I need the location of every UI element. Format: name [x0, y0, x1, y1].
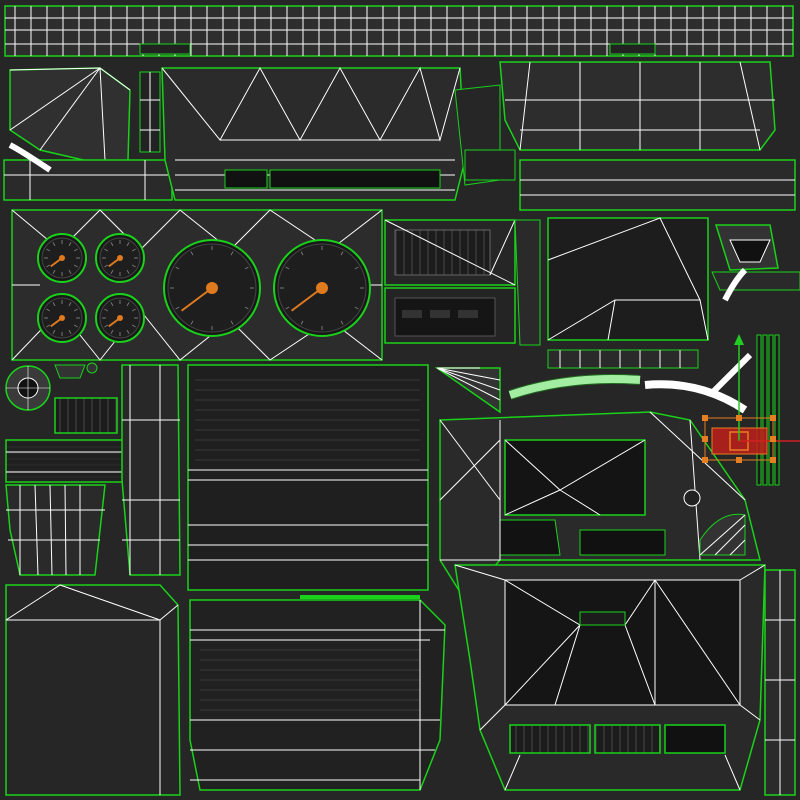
- island-seat-cushion[interactable]: [189, 595, 446, 791]
- island-arc-strips[interactable]: [508, 374, 748, 414]
- island-right-strip[interactable]: [756, 334, 796, 796]
- island-switch-row[interactable]: [54, 362, 98, 379]
- island-console-side[interactable]: [5, 484, 106, 576]
- island-grille[interactable]: [5, 397, 125, 483]
- island-mirror-mount[interactable]: [711, 224, 800, 291]
- island-knob[interactable]: [5, 365, 51, 411]
- speedometer: [273, 239, 371, 337]
- island-seat-back[interactable]: [187, 364, 429, 591]
- island-door-panel[interactable]: [439, 411, 761, 602]
- island-lower-left-block[interactable]: [5, 584, 181, 796]
- island-upper-center-panel[interactable]: [161, 66, 466, 201]
- temp-gauge: [95, 233, 145, 283]
- tachometer: [163, 239, 261, 337]
- fuel-gauge: [37, 233, 87, 283]
- island-pillar[interactable]: [121, 364, 181, 576]
- island-radio-panel[interactable]: [384, 219, 541, 346]
- island-upper-right-panel[interactable]: [454, 61, 796, 211]
- island-console-lower[interactable]: [454, 564, 766, 791]
- island-dashboard-cluster[interactable]: [11, 209, 383, 361]
- island-center-vent[interactable]: [384, 219, 516, 286]
- island-arc-strip-left[interactable]: [8, 142, 753, 398]
- volt-gauge: [95, 293, 145, 343]
- move-transform-gizmo[interactable]: [702, 334, 800, 463]
- island-upper-left-block[interactable]: [3, 67, 173, 201]
- island-speaker-fan[interactable]: [434, 367, 501, 414]
- island-top-strip[interactable]: [4, 5, 794, 57]
- y-axis-arrow-icon[interactable]: [734, 334, 744, 345]
- oil-gauge: [37, 293, 87, 343]
- island-glovebox-lid[interactable]: [547, 217, 709, 369]
